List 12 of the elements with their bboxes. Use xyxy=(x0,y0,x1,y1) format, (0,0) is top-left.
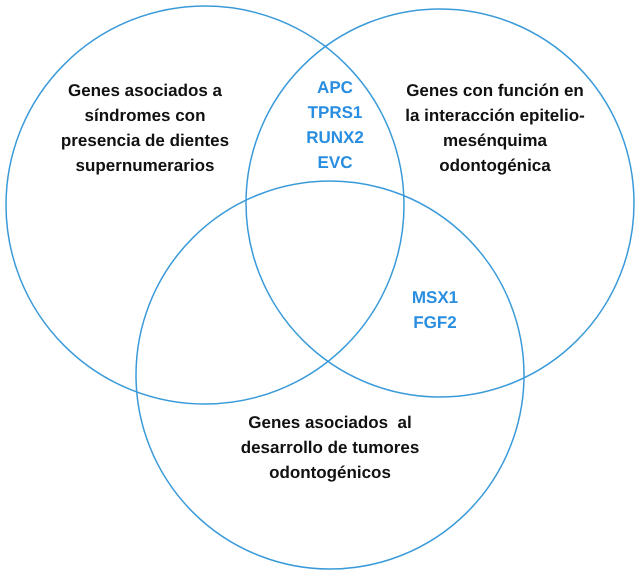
set-label: Genes asociados al desarrollo de tumores odontogénicos xyxy=(240,412,420,484)
set-label: Genes asociados a síndromes con presencia de dientes supernumerarios xyxy=(60,80,230,177)
gene-name: RUNX2 xyxy=(305,127,365,149)
gene-name: MSX1 xyxy=(410,287,460,309)
gene-name: APC xyxy=(316,77,354,99)
set-label: Genes con función en la interacción epitelio-mesénquima odontogénica xyxy=(404,80,586,177)
venn-circle xyxy=(245,8,635,398)
venn-circle xyxy=(5,5,405,405)
venn-circle xyxy=(135,180,525,570)
gene-name: FGF2 xyxy=(412,312,458,334)
gene-name: EVC xyxy=(316,152,354,174)
gene-name: TPRS1 xyxy=(306,102,364,124)
